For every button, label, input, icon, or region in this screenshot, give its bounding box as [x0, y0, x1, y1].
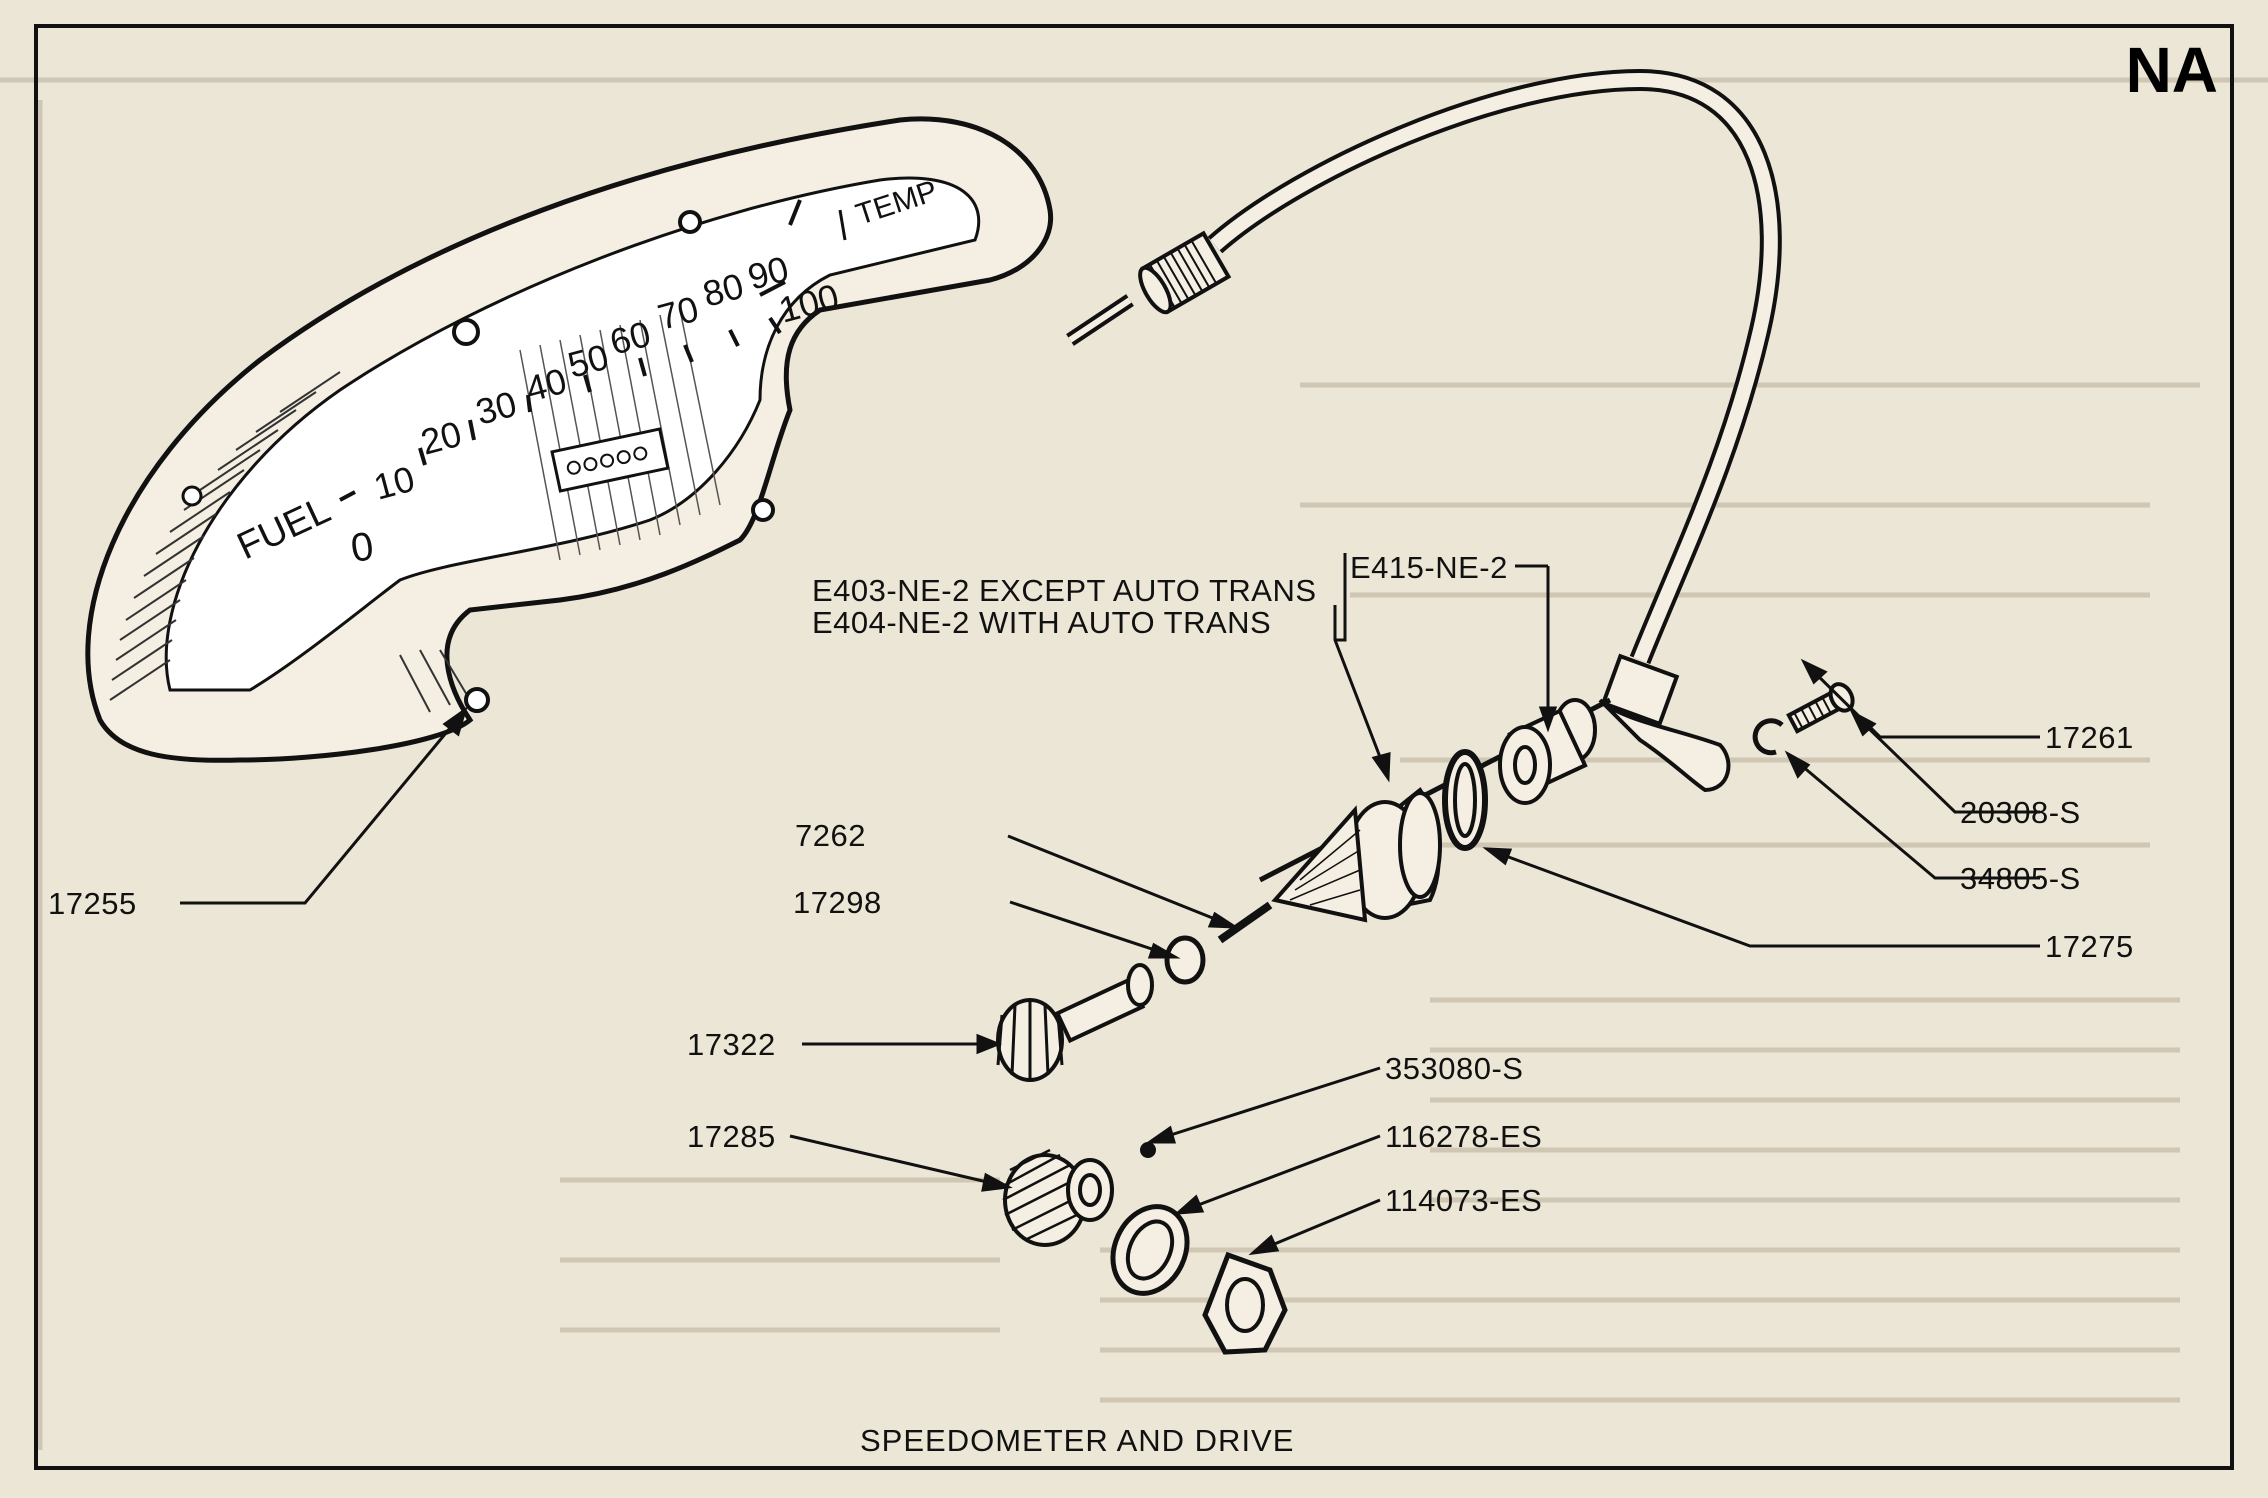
label-17275: 17275: [2045, 929, 2134, 964]
label-34805-s: 34805-S: [1960, 861, 2081, 896]
cable-hardware: [996, 682, 1855, 1355]
label-17255: 17255: [48, 886, 137, 921]
label-116278-es: 116278-ES: [1385, 1119, 1543, 1154]
label-114073-es: 114073-ES: [1385, 1183, 1543, 1218]
label-353080-s: 353080-S: [1385, 1051, 1524, 1086]
label-e415: E415-NE-2: [1350, 550, 1508, 585]
label-e404: E404-NE-2 WITH AUTO TRANS: [812, 605, 1272, 640]
label-17322: 17322: [687, 1027, 776, 1062]
label-7262: 7262: [795, 818, 866, 853]
label-17298: 17298: [793, 885, 882, 920]
diagram-caption: SPEEDOMETER AND DRIVE: [860, 1423, 1295, 1458]
label-17261: 17261: [2045, 720, 2134, 755]
corner-mark: NA: [2125, 34, 2218, 106]
page-border: [34, 24, 2234, 1470]
label-20308-s: 20308-S: [1960, 795, 2081, 830]
label-e403: E403-NE-2 EXCEPT AUTO TRANS: [812, 573, 1317, 608]
label-17285: 17285: [687, 1119, 776, 1154]
instrument-cluster: FUEL TEMP 0 10 20 30 40 50 60 70 80 90 1…: [85, 116, 1054, 763]
leader-lines: [180, 553, 2040, 1256]
speedometer-cable: [1066, 68, 1782, 883]
